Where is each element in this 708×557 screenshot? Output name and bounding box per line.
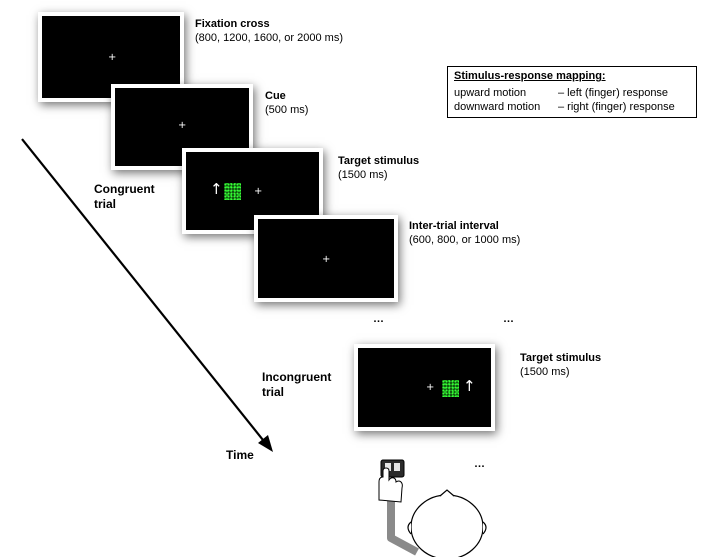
head-icon	[410, 494, 484, 557]
fixation-cross: +	[108, 52, 117, 63]
mapping-response-right: – right (finger) response	[558, 101, 675, 113]
mapping-motion-up: upward motion	[454, 87, 527, 99]
cue-label: Cue (500 ms)	[265, 89, 308, 117]
fixation-label: Fixation cross (800, 1200, 1600, or 2000…	[195, 17, 343, 45]
up-arrow-icon: ↑	[463, 377, 476, 395]
iti-label: Inter-trial interval (600, 800, or 1000 …	[409, 219, 520, 247]
ellipsis: …	[503, 313, 514, 325]
mapping-response-left: – left (finger) response	[558, 87, 669, 99]
target-duration: (1500 ms)	[520, 366, 570, 378]
mapping-title: Stimulus-response mapping:	[454, 70, 606, 82]
response-cable	[387, 500, 419, 556]
fixation-cross: +	[426, 382, 435, 393]
hand-icon	[378, 467, 403, 503]
fixation-duration: (800, 1200, 1600, or 2000 ms)	[195, 32, 343, 44]
time-label: Time	[226, 448, 254, 462]
motion-dots-patch	[224, 183, 241, 200]
iti-duration: (600, 800, or 1000 ms)	[409, 234, 521, 246]
incongruent-trial-label: Incongruent trial	[262, 370, 332, 399]
mapping-motion-down: downward motion	[454, 101, 541, 113]
target-title: Target stimulus	[520, 352, 602, 364]
target-duration: (1500 ms)	[338, 169, 388, 181]
cue-title: Cue	[265, 90, 286, 102]
congruent-target-screen: ↑ +	[182, 148, 323, 234]
congruent-target-label: Target stimulus (1500 ms)	[338, 154, 419, 182]
fixation-title: Fixation cross	[195, 18, 270, 30]
incongruent-target-screen: + ↑	[354, 344, 495, 431]
iti-title: Inter-trial interval	[409, 220, 499, 232]
incongruent-target-label: Target stimulus (1500 ms)	[520, 351, 601, 379]
up-arrow-icon: ↑	[210, 180, 223, 198]
motion-dots-patch	[442, 380, 459, 397]
stimulus-response-mapping-box: Stimulus-response mapping: upward motion…	[447, 66, 697, 118]
cue-duration: (500 ms)	[265, 104, 309, 116]
congruent-trial-label: Congruent trial	[94, 182, 155, 211]
ellipsis: …	[474, 458, 485, 470]
fixation-cross: +	[322, 254, 331, 265]
ellipsis: …	[373, 313, 384, 325]
iti-screen: +	[254, 215, 398, 302]
fixation-cross: +	[254, 186, 263, 197]
fixation-cross: +	[178, 120, 187, 131]
target-title: Target stimulus	[338, 155, 420, 167]
